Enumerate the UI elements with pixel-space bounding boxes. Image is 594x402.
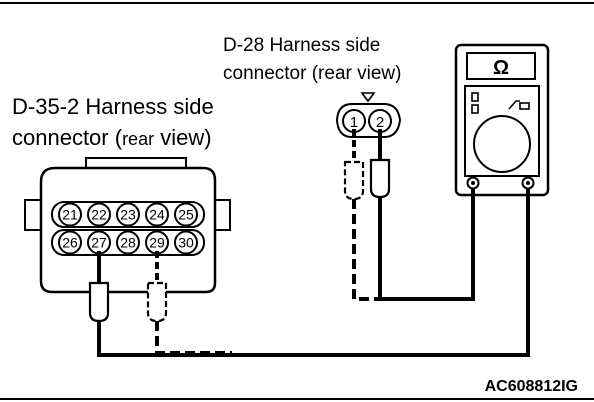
d35-dashed-lead [155,321,232,355]
d35-label-line2: connector (rear view) [12,125,212,150]
d35-pin-30-label: 30 [178,235,194,251]
d35-pin-28-label: 28 [120,235,136,251]
d35-left-tab [24,199,42,231]
ohm-symbol: Ω [493,57,509,79]
com-jack-center [471,181,475,185]
d35-solid-lead [97,189,530,357]
d35-pin-25 [174,202,198,227]
d28-solid-lead [378,189,475,301]
probe-handle-dashed [343,160,365,201]
d28-pin-1-label: 1 [350,114,358,131]
d35-pin-22-label: 22 [91,207,107,223]
d35-pin-24-label: 24 [149,207,165,223]
d35-pin-21 [58,202,82,227]
d28-probe-solid [369,129,391,199]
d35-pin-26 [58,230,82,255]
d35-pins: 21 22 23 24 25 26 27 28 29 30 [58,202,198,255]
d35-label-part-c: view) [154,125,211,150]
d35-pin-27-label: 27 [91,235,107,251]
d35-label-part-b: rear [122,129,154,149]
figure-id: AC608812IG [485,378,578,395]
probe-handle-dashed-29 [146,281,168,323]
d28-key-triangle [360,92,376,103]
d35-label-line1: D-35-2 Harness side [12,94,214,119]
d35-pin-26-label: 26 [62,235,78,251]
d35-pin-21-label: 21 [62,207,78,223]
d28-dashed-lead [352,189,475,301]
ohm-jack-center [526,181,530,185]
d28-pin-2-label: 2 [376,114,384,131]
d35-pin-23-label: 23 [120,207,136,223]
d35-pin-22 [87,202,111,227]
range-mark-2 [471,104,479,114]
d35-pin-30 [174,230,198,255]
d35-label-part-a: connector ( [12,125,123,150]
d28-connector: 1 2 [335,92,402,138]
d35-pin-29-label: 29 [149,235,165,251]
d35-probe-dashed [146,251,168,323]
d35-pin-28 [116,230,140,255]
range-mark-1 [471,92,479,102]
d35-right-tab [213,199,231,231]
probe-handle-solid-27 [88,281,110,323]
range-mark-3 [519,102,530,110]
d28-probe-dashed [343,129,365,201]
d28-label-line2: connector (rear view) [223,63,401,84]
d35-pin-23 [116,202,140,227]
ohmmeter: Ω [454,43,550,197]
probe-handle-solid [369,158,391,199]
d28-label-line1: D-28 Harness side [223,35,380,56]
selector-dial [473,115,531,173]
d35-connector: 21 22 23 24 25 26 27 28 29 30 [24,157,231,294]
d35-pin-24 [145,202,169,227]
meter-display [466,52,536,80]
range-pointer [508,100,520,110]
d35-pin-25-label: 25 [178,207,194,223]
